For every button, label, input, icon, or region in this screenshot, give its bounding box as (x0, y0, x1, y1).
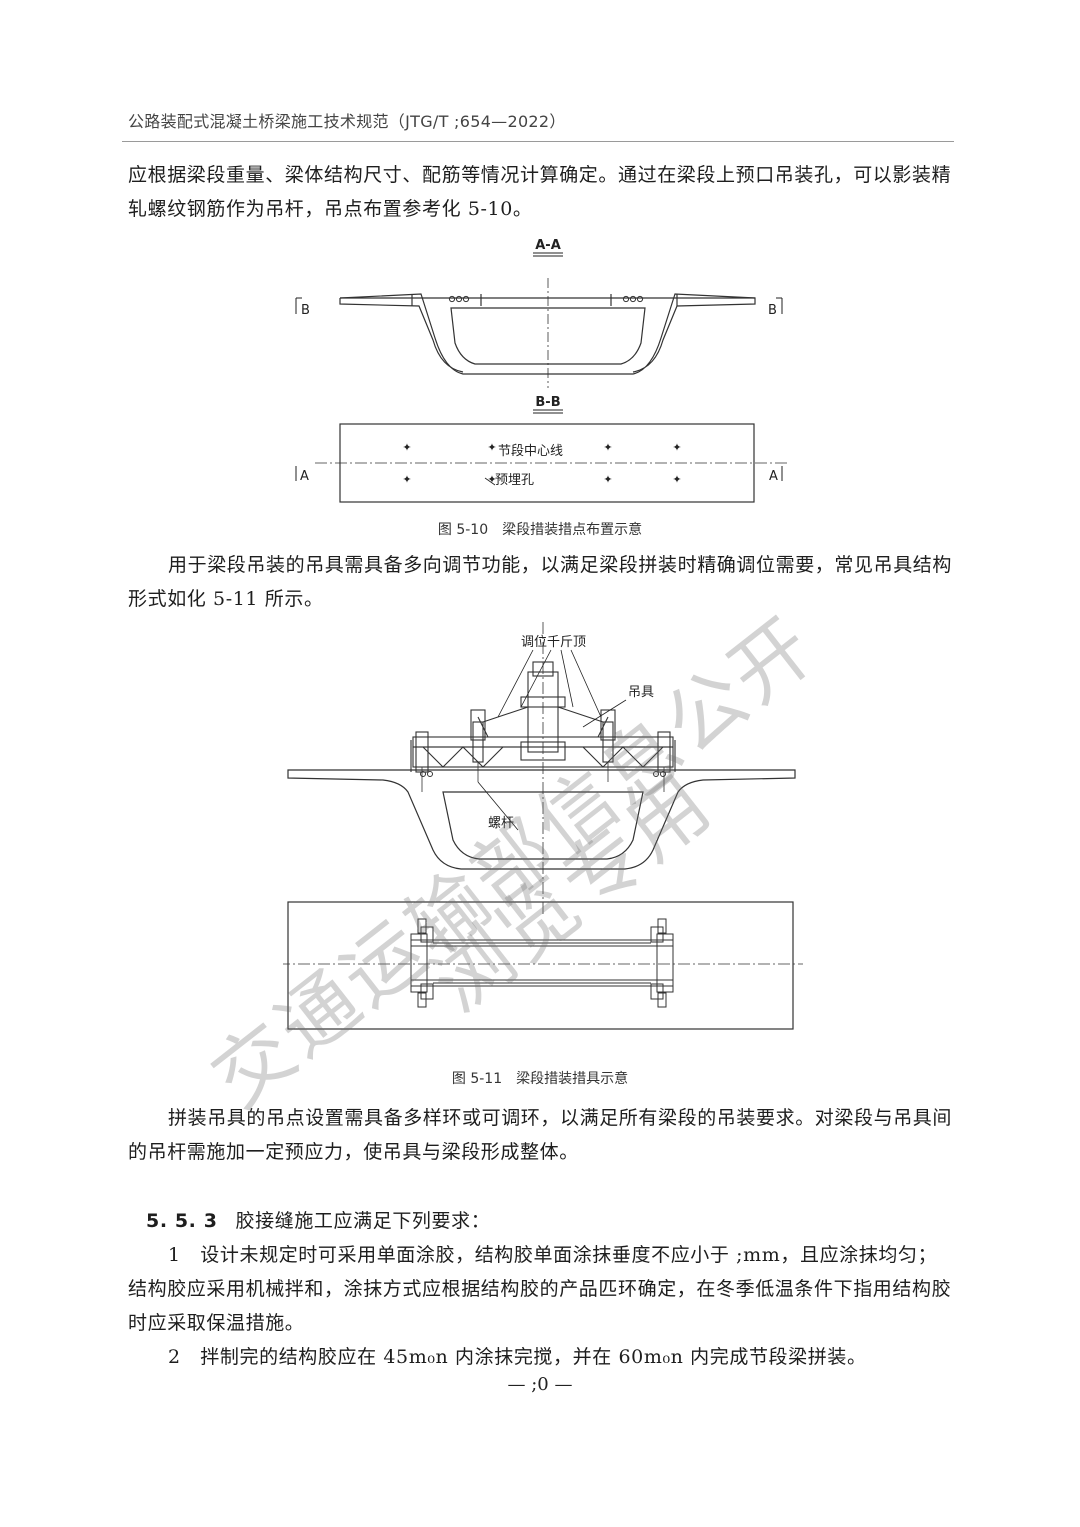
svg-text:A: A (300, 469, 309, 484)
svg-text:B: B (301, 303, 310, 318)
hanging-rods (421, 762, 665, 792)
section-mark-b-left: B (295, 297, 310, 318)
figure-5-10-caption: 图 5-10 梁段措装措点布置示意 (437, 522, 643, 538)
section-title: 胶接缝施工应满足下列要求： (235, 1210, 491, 1232)
box-girder-section-5-11 (287, 769, 796, 870)
section-aa-title: A-A (535, 238, 561, 253)
paragraph-1: 应根据梁段重量、梁体结构尺寸、配筋等情况计算确定。通过在梁段上预口吊装孔，可以影… (128, 164, 952, 220)
svg-text:✦: ✦ (402, 473, 411, 486)
paragraph-3: 拼装吊具的吊点设置需具备多样环或可调环，以满足所有梁段的吊装要求。对梁段与吊具间… (128, 1107, 953, 1163)
clause-2: 2 拌制完的结构胶应在 45m₀n 内涂抹完搅，并在 60m₀n 内完成节段梁拼… (168, 1346, 867, 1368)
spreader-plan-frame (410, 918, 674, 1008)
running-header: 公路装配式混凝土桥梁施工技术规范（JTG/T ;654—2022） (128, 112, 566, 131)
svg-text:A: A (769, 469, 778, 484)
label-embedded-hole: 预埋孔 (495, 473, 534, 488)
svg-text:B: B (768, 303, 777, 318)
section-mark-b-right: B (768, 297, 783, 318)
svg-text:✦: ✦ (487, 441, 496, 454)
label-positioning-jack: 调位千斤顶 (521, 635, 586, 650)
hanging-holes-aa (448, 295, 644, 303)
clause-1: 1 设计未规定时可采用单面涂胶，结构胶单面涂抹垂度不应小于 ;mm，且应涂抹均匀… (128, 1244, 952, 1334)
section-mark-a-left: A (295, 466, 309, 484)
svg-text:✦: ✦ (487, 473, 496, 486)
svg-text:✦: ✦ (603, 441, 612, 454)
hanging-points-plan: ✦ ✦ ✦ ✦ ✦ ✦ ✦ ✦ (402, 441, 681, 486)
section-5-5-3-heading: 5. 5. 3 胶接缝施工应满足下列要求： (146, 1204, 956, 1238)
section-mark-a-right: A (769, 466, 783, 484)
svg-text:✦: ✦ (603, 473, 612, 486)
figure-5-11-caption: 图 5-11 梁段措装措具示意 (451, 1071, 629, 1087)
section-number: 5. 5. 3 (146, 1210, 218, 1232)
paragraph-2: 用于梁段吊装的吊具需具备多向调节功能，以满足梁段拼装时精确调位需要，常见吊具结构… (128, 554, 953, 610)
spreader-plan-outline (287, 901, 794, 1030)
label-screw-rod: 螺杆 (488, 816, 514, 831)
section-bb-title: B-B (535, 395, 560, 410)
header-rule (122, 141, 954, 142)
svg-text:✦: ✦ (672, 473, 681, 486)
label-spreader: 吊具 (628, 685, 654, 700)
figure-5-10-drawing: A-A B B B-B (295, 238, 790, 503)
page-number: — ;0 — (507, 1374, 573, 1395)
figure-5-10: A-A B B B-B (285, 228, 800, 513)
label-segment-centerline: 节段中心线 (498, 444, 563, 459)
figure-5-11-drawing: 调位千斤顶 吊具 螺杆 (283, 622, 803, 1030)
figure-5-11: 调位千斤顶 吊具 螺杆 (283, 622, 803, 1060)
svg-text:✦: ✦ (672, 441, 681, 454)
hanging-holes-5-11 (420, 771, 666, 777)
svg-text:✦: ✦ (402, 441, 411, 454)
box-girder-section (339, 293, 756, 375)
